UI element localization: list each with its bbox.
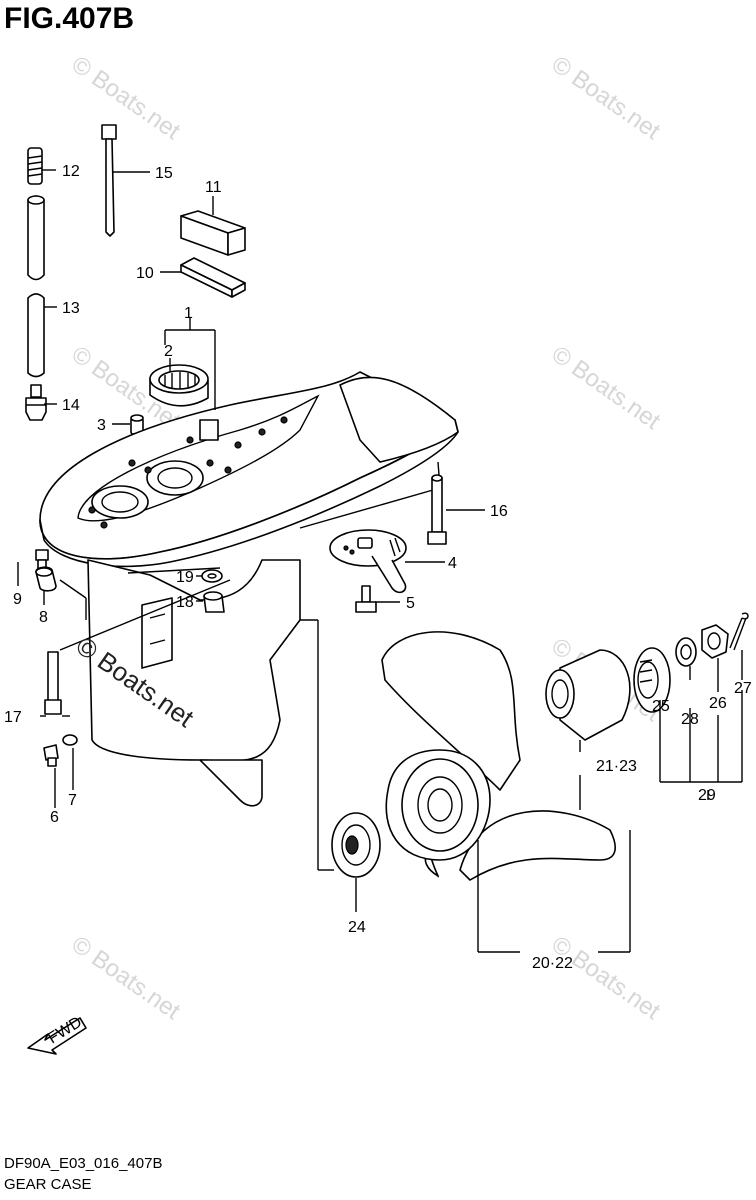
callout-26[interactable]: 26	[709, 695, 727, 712]
callout-20-22[interactable]: 20·22	[532, 955, 573, 972]
callout-11[interactable]: 11	[205, 179, 222, 196]
callout-17[interactable]: 17	[4, 709, 22, 726]
part-24-thrust-washer[interactable]	[331, 812, 381, 878]
callout-19[interactable]: 19	[176, 569, 194, 586]
callout-8[interactable]: 8	[39, 609, 48, 626]
part-14-fitting[interactable]	[25, 384, 47, 421]
watermark: © Boats.net	[547, 341, 666, 435]
part-19-washer[interactable]	[201, 569, 223, 583]
callout-12[interactable]: 12	[62, 163, 80, 180]
callout-24[interactable]: 24	[348, 919, 366, 936]
fwd-arrow-icon: FWD	[27, 1014, 87, 1055]
callout-4[interactable]: 4	[448, 555, 457, 572]
callout-18[interactable]: 18	[176, 594, 194, 611]
part-12-pin[interactable]	[27, 147, 43, 185]
callout-labels: 1 2 3 4 5 6 7 8 9 10 11 12 13 14 15 16 1…	[4, 163, 752, 972]
figure-title: FIG.407B	[4, 2, 135, 35]
callout-6[interactable]: 6	[50, 809, 59, 826]
part-16-bolt[interactable]	[427, 474, 447, 545]
watermark: © Boats.net	[67, 931, 186, 1025]
figure-name: GEAR CASE	[4, 1176, 92, 1193]
part-8-spacer[interactable]	[35, 566, 57, 592]
part-9-bolt[interactable]	[35, 549, 49, 571]
callout-10[interactable]: 10	[136, 265, 154, 282]
part-15-cable-tie[interactable]	[101, 124, 117, 237]
leader-lines	[17, 169, 743, 953]
callout-13[interactable]: 13	[62, 300, 80, 317]
part-28-washer[interactable]	[675, 637, 697, 667]
part-11-block[interactable]	[180, 210, 246, 256]
callout-25[interactable]: 25	[652, 698, 670, 715]
part-2-bearing[interactable]	[149, 364, 209, 407]
callout-16[interactable]: 16	[490, 503, 508, 520]
gear-case-housing[interactable]	[39, 371, 459, 807]
part-7-gasket[interactable]	[62, 734, 78, 746]
callout-7[interactable]: 7	[68, 792, 77, 809]
callout-27[interactable]: 27	[734, 680, 752, 697]
watermark: © Boats.net	[547, 51, 666, 145]
part-26-nut[interactable]	[701, 624, 729, 659]
callout-15[interactable]: 15	[155, 165, 173, 182]
part-4-anode[interactable]	[329, 529, 407, 594]
part-25-spacer[interactable]	[633, 647, 671, 713]
watermark: © Boats.net	[547, 931, 666, 1025]
part-17-bolt[interactable]	[44, 651, 62, 715]
part-13-rod[interactable]	[27, 195, 45, 378]
propeller[interactable]	[381, 631, 616, 881]
callout-21-23[interactable]: 21·23	[596, 758, 637, 775]
part-18-nut[interactable]	[203, 591, 225, 613]
callout-28[interactable]: 28	[681, 711, 699, 728]
callout-1[interactable]: 1	[184, 305, 193, 322]
part-21-23-bushing[interactable]	[545, 649, 631, 741]
part-27-cotter-pin[interactable]	[729, 612, 749, 651]
part-5-bolt[interactable]	[355, 585, 377, 613]
callout-3[interactable]: 3	[97, 417, 106, 434]
part-10-strip[interactable]	[180, 257, 246, 298]
figure-code: DF90A_E03_016_407B	[4, 1155, 163, 1172]
watermark: © Boats.net	[67, 51, 186, 145]
callout-2[interactable]: 2	[164, 343, 173, 360]
callout-9[interactable]: 9	[13, 591, 22, 608]
callout-14[interactable]: 14	[62, 397, 80, 414]
part-6-plug[interactable]	[43, 744, 59, 767]
callout-5[interactable]: 5	[406, 595, 415, 612]
callout-29[interactable]: 29	[698, 787, 716, 804]
